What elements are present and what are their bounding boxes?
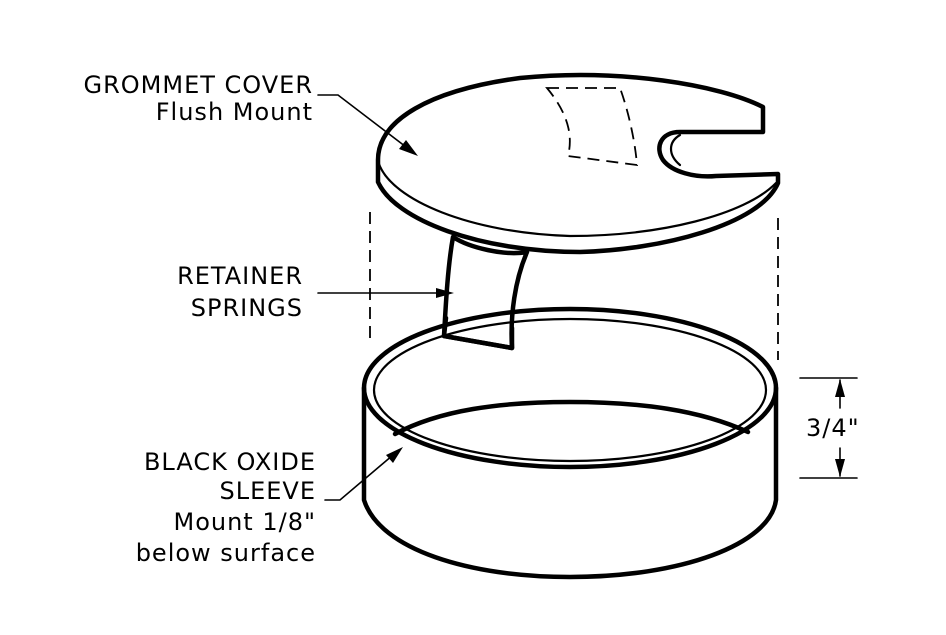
dim-arrow-down [835, 459, 845, 477]
cover-leader-line [317, 94, 411, 151]
cover-notch-edge [669, 133, 682, 167]
sleeve-outer-rim [361, 306, 779, 470]
springs-leader-arrow [436, 288, 454, 298]
sleeve-label-line1: BLACK OXIDE [144, 448, 316, 476]
sleeve-leader-line [324, 454, 394, 501]
cover-top-face [375, 72, 781, 255]
sleeve-leader-arrow [386, 447, 403, 463]
cover-label-line2: Flush Mount [156, 98, 313, 126]
sleeve-label-line3: Mount 1/8" [173, 508, 316, 536]
grommet-cover [375, 72, 781, 255]
springs-label-line2: SPRINGS [191, 294, 303, 322]
spring-body [441, 234, 530, 351]
sleeve-label-line4: below surface [136, 539, 316, 567]
black-oxide-sleeve [361, 306, 779, 580]
sleeve-inner-rim [372, 317, 768, 463]
cover-label-line1: GROMMET COVER [83, 71, 313, 99]
retainer-spring [441, 234, 530, 351]
springs-label-line1: RETAINER [177, 262, 303, 290]
dimension-label: 3/4" [806, 414, 860, 442]
spring-front-overlap [441, 315, 515, 351]
cover-hidden-spring [545, 87, 638, 167]
sleeve-inner-bottom [392, 399, 751, 437]
cover-leader-arrow [399, 140, 418, 156]
sleeve-label-line2: SLEEVE [219, 477, 316, 505]
sleeve-body [361, 385, 779, 580]
dim-arrow-up [835, 379, 845, 397]
height-dimension: 3/4" [799, 377, 860, 479]
cover-edge-line [377, 162, 778, 238]
